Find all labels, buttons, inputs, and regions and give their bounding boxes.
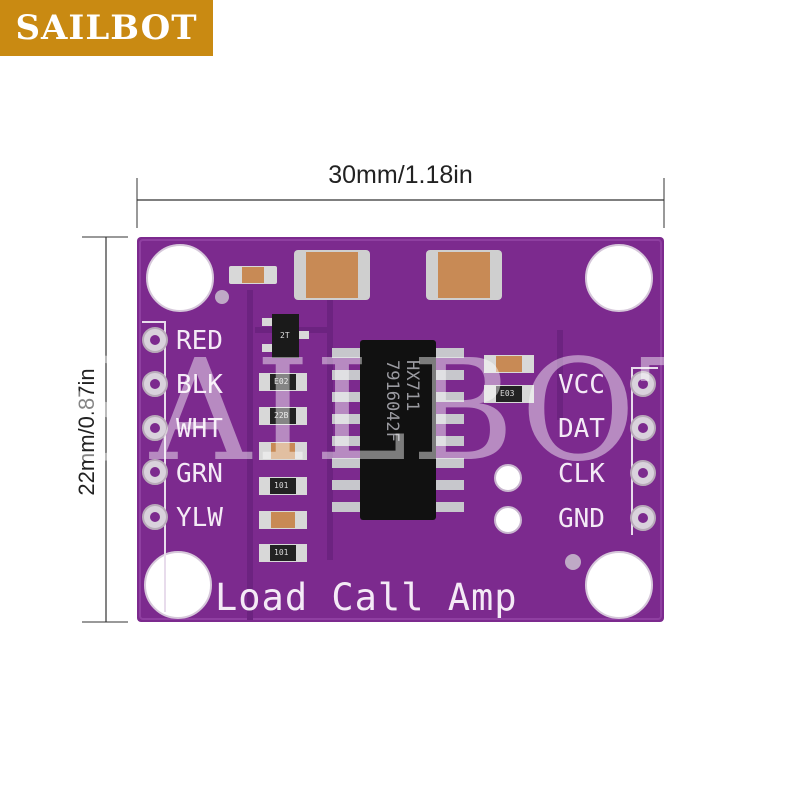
pin-label-vcc: VCC bbox=[558, 370, 605, 400]
resistor-label-2: 22B bbox=[274, 411, 289, 420]
pin-label-grn: GRN bbox=[176, 459, 223, 489]
resistor-label-3: 101 bbox=[274, 481, 289, 490]
watermark-text: SAILBOT bbox=[50, 330, 737, 493]
board-title: Load Call Amp bbox=[215, 576, 518, 619]
pin-label-clk: CLK bbox=[558, 459, 605, 489]
pin-label-wht: WHT bbox=[176, 414, 223, 444]
width-dimension-label: 30mm/1.18in bbox=[328, 161, 473, 189]
pin-label-gnd: GND bbox=[558, 504, 605, 534]
transistor-label: 2T bbox=[280, 331, 290, 340]
pin-label-blk: BLK bbox=[176, 370, 223, 400]
pin-label-ylw: YLW bbox=[176, 503, 223, 533]
pin-label-red: RED bbox=[176, 326, 223, 356]
resistor-label-4: 101 bbox=[274, 548, 289, 557]
sailbot-logo: SAILBOT bbox=[0, 0, 213, 56]
pin-label-dat: DAT bbox=[558, 414, 605, 444]
resistor-label-1: E02 bbox=[274, 377, 289, 386]
resistor-label-5: E03 bbox=[500, 389, 515, 398]
